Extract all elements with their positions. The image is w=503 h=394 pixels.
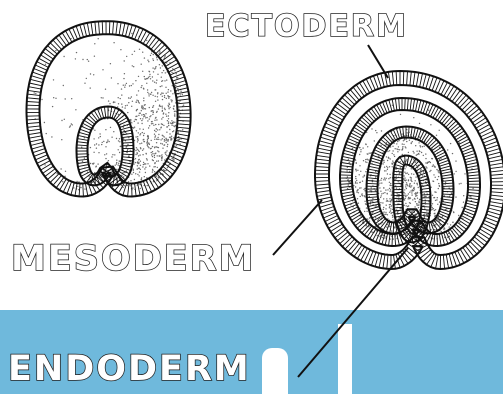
late-embryo-gastrula bbox=[315, 71, 503, 269]
ectoderm-leader-line bbox=[368, 45, 388, 78]
ectoderm-label: ECTODERM bbox=[205, 12, 408, 42]
late-embryo-inner-layer bbox=[367, 127, 454, 234]
label-leader-lines bbox=[273, 45, 408, 377]
endoderm-leader-line bbox=[298, 248, 408, 377]
endoderm-label: ENDODERM bbox=[8, 352, 251, 387]
mesoderm-label: MESODERM bbox=[11, 242, 255, 277]
mesoderm-leader-line bbox=[273, 200, 322, 255]
early-embryo-endoderm-layer bbox=[77, 107, 134, 186]
early-embryo-gastrula bbox=[27, 21, 191, 196]
